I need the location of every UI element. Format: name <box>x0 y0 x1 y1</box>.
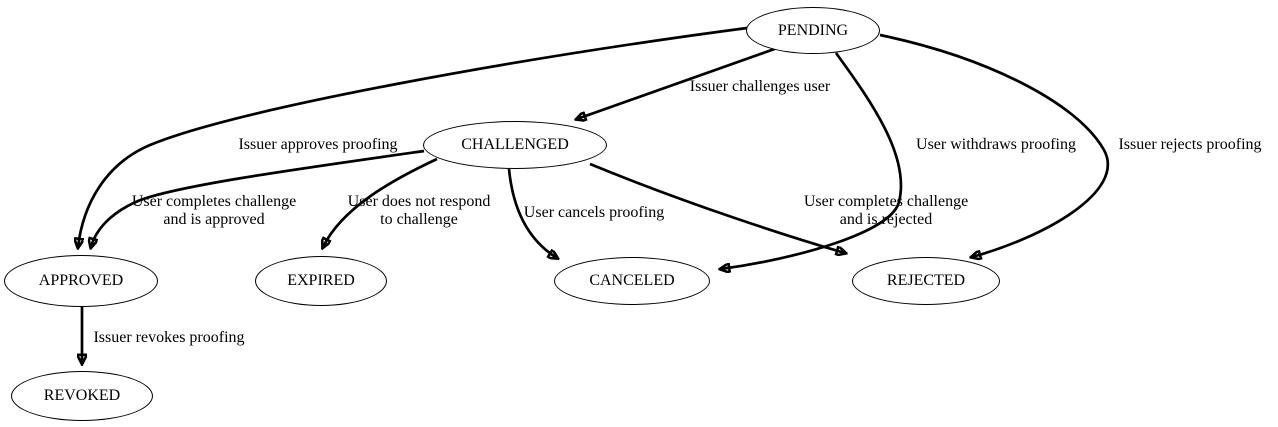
node-canceled: CANCELED <box>554 257 710 305</box>
node-revoked: REVOKED <box>11 371 153 421</box>
node-pending-label: PENDING <box>777 21 849 39</box>
node-expired: EXPIRED <box>255 256 387 306</box>
node-expired-label: EXPIRED <box>287 272 355 289</box>
edge-challenged-rejected <box>589 162 845 253</box>
edge-pending-approved <box>78 26 748 247</box>
node-rejected: REJECTED <box>852 257 1000 305</box>
node-rejected-label: REJECTED <box>886 272 966 289</box>
node-canceled-label: CANCELED <box>589 272 675 289</box>
node-revoked-label: REVOKED <box>43 387 121 404</box>
node-approved-label: APPROVED <box>38 272 124 289</box>
edge-pending-canceled <box>721 52 903 269</box>
edge-pending-challenged <box>577 45 781 119</box>
node-challenged: CHALLENGED <box>423 121 607 169</box>
edge-challenged-approved <box>91 149 425 247</box>
node-pending: PENDING <box>746 7 880 54</box>
edge-pending-rejected <box>879 33 1110 257</box>
edge-challenged-expired <box>323 157 438 247</box>
edge-challenged-canceled <box>507 168 557 258</box>
node-approved: APPROVED <box>4 255 158 307</box>
node-challenged-label: CHALLENGED <box>461 136 569 153</box>
